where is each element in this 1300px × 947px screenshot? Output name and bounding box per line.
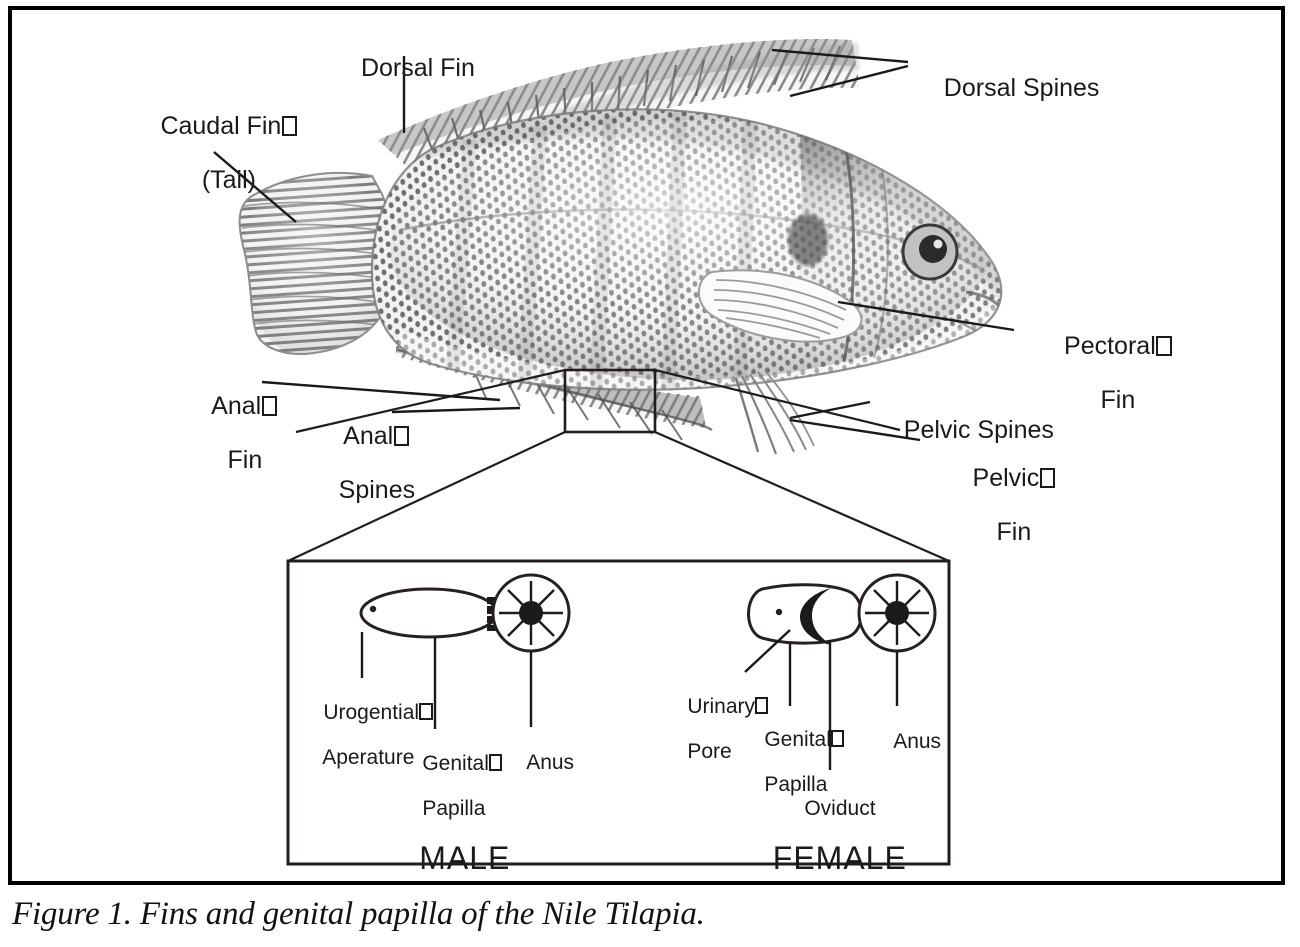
- leader-caudal-fin: [213, 151, 297, 223]
- callout-line-left: [287, 431, 566, 562]
- label-dorsal-spines-line1: Dorsal Spines: [943, 74, 1100, 102]
- label-female-anus-line1: Anus: [893, 729, 942, 753]
- label-pelvic-fin: Pelvic Fin: [920, 438, 1080, 573]
- label-caudal-fin: Caudal Fin (Tail): [110, 86, 320, 221]
- label-anal-spines: Anal Spines: [288, 396, 438, 531]
- label-urogenital-aperature-line2: Aperature: [322, 746, 415, 770]
- label-male-genital-papilla-line1: Genital: [422, 751, 489, 775]
- tofu-glyph: [393, 425, 410, 446]
- leader-anal-fin: [261, 380, 501, 402]
- label-pectoral-fin-line2: Fin: [1100, 386, 1136, 414]
- label-caudal-fin-line1: Caudal Fin: [160, 112, 282, 140]
- label-female-genital-papilla-line2: Papilla: [764, 773, 828, 797]
- tofu-glyph: [831, 730, 845, 748]
- female-papilla-diagram: [744, 573, 937, 770]
- heading-female: FEMALE: [720, 806, 920, 910]
- female-anus-center: [885, 601, 909, 625]
- tofu-glyph: [489, 754, 503, 772]
- urogenital-aperture-dot: [369, 605, 377, 613]
- label-dorsal-fin-line1: Dorsal Fin: [360, 54, 475, 82]
- label-anal-spines-line1: Anal: [343, 422, 394, 450]
- urinary-pore-dot: [775, 608, 783, 616]
- caudal-fin-art: [238, 171, 394, 355]
- heading-female-text: FEMALE: [772, 839, 907, 876]
- tofu-glyph: [261, 395, 278, 416]
- label-pectoral-fin-line1: Pectoral: [1064, 332, 1156, 360]
- label-anal-fin: Anal Fin: [168, 366, 294, 501]
- leader-dorsal-spines-a: [771, 48, 909, 64]
- tofu-glyph: [419, 703, 433, 721]
- tofu-glyph: [281, 115, 298, 136]
- detail-callout-rect: [563, 368, 657, 434]
- label-pelvic-fin-line2: Fin: [996, 518, 1032, 546]
- label-female-anus: Anus: [871, 708, 971, 776]
- label-oviduct: Oviduct: [781, 775, 911, 843]
- label-urinary-pore: Urinary Pore: [664, 673, 814, 786]
- genital-papilla-inset: [286, 559, 951, 866]
- label-urinary-pore-line1: Urinary: [687, 694, 756, 718]
- leader-pelvic-spines: [789, 400, 871, 420]
- label-dorsal-spines: Dorsal Spines: [916, 48, 1176, 129]
- label-urinary-pore-line2: Pore: [687, 740, 732, 764]
- label-pelvic-spines-line1: Pelvic Spines: [903, 416, 1054, 444]
- tofu-glyph: [1156, 335, 1172, 356]
- pelvic-fin-art: [734, 371, 815, 455]
- label-female-genital-papilla-line1: Genital: [764, 727, 831, 751]
- label-anal-fin-line1: Anal: [211, 392, 262, 420]
- callout-line-right: [654, 430, 950, 563]
- label-male-anus-line1: Anus: [526, 750, 575, 774]
- label-female-genital-papilla: Genital Papilla: [741, 706, 911, 819]
- label-urogenital-aperature-line1: Urogential: [323, 700, 420, 724]
- male-papilla-shape: [359, 587, 499, 639]
- leader-dorsal-spines-b: [789, 64, 909, 98]
- label-male-anus: Anus: [504, 729, 604, 797]
- tilapia-illustration: [238, 38, 1003, 563]
- male-anus-center: [519, 601, 543, 625]
- label-pelvic-fin-line1: Pelvic: [972, 464, 1040, 492]
- label-dorsal-fin: Dorsal Fin: [308, 28, 500, 109]
- label-anal-fin-line2: Fin: [227, 446, 263, 474]
- leader-urinary-pore: [744, 629, 791, 673]
- male-papilla-diagram: [359, 573, 571, 729]
- callout-line-upper-left: [295, 368, 566, 434]
- leader-anal-spines: [391, 406, 521, 414]
- figure-caption-text: Figure 1. Fins and genital papilla of th…: [12, 896, 705, 932]
- leader-pelvic-fin: [789, 418, 921, 442]
- label-pelvic-spines: Pelvic Spines: [876, 390, 1126, 471]
- fish-leader-lines: [213, 48, 1015, 442]
- label-oviduct-line1: Oviduct: [804, 796, 876, 820]
- label-male-genital-papilla: Genital Papilla: [399, 730, 569, 843]
- tofu-glyph: [1039, 467, 1056, 488]
- tofu-glyph: [755, 697, 769, 715]
- pectoral-fin-art: [698, 269, 863, 343]
- heading-male-text: MALE: [419, 839, 511, 876]
- label-caudal-fin-line2: (Tail): [201, 166, 256, 194]
- oviduct-crescent: [800, 588, 831, 645]
- leader-pectoral-fin: [837, 300, 1015, 332]
- label-male-genital-papilla-line2: Papilla: [422, 797, 486, 821]
- heading-male: MALE: [350, 806, 540, 910]
- label-pectoral-fin: Pectoral Fin: [1014, 306, 1194, 441]
- label-anal-spines-line2: Spines: [338, 476, 416, 504]
- label-urogenital-aperature: Urogential Aperature: [300, 679, 510, 792]
- figure-caption: Figure 1. Fins and genital papilla of th…: [12, 896, 1212, 933]
- callout-line-upper-right: [654, 368, 901, 432]
